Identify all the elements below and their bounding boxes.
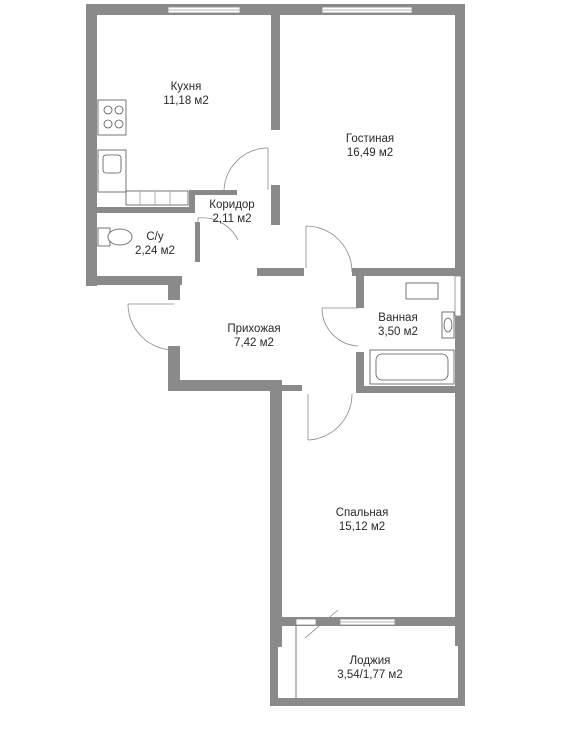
room-wc-name: С/у <box>146 231 164 243</box>
room-loggia: Лоджия 3,54/1,77 м2 <box>337 654 402 682</box>
room-living: Гостиная 16,49 м2 <box>346 132 394 160</box>
room-hall-name: Прихожая <box>227 323 281 335</box>
room-bedroom-area: 15,12 м2 <box>338 521 386 533</box>
room-kitchen: Кухня 11,18 м2 <box>163 80 208 108</box>
room-hall-area: 7,42 м2 <box>234 337 274 349</box>
outer-walls <box>86 4 465 706</box>
room-bedroom: Спальная 15,12 м2 <box>336 506 389 534</box>
room-bathroom-area: 3,50 м2 <box>378 326 418 338</box>
room-kitchen-name: Кухня <box>170 81 202 93</box>
room-bathroom: Ванная 3,50 м2 <box>378 311 418 339</box>
room-wc: С/у 2,24 м2 <box>135 230 175 258</box>
room-living-name: Гостиная <box>345 133 395 145</box>
room-loggia-name: Лоджия <box>349 655 391 667</box>
room-wc-area: 2,24 м2 <box>135 245 175 257</box>
room-bathroom-name: Ванная <box>378 312 418 324</box>
room-loggia-area: 3,54/1,77 м2 <box>337 669 403 681</box>
door-swings <box>127 147 359 639</box>
wc-fixtures <box>97 227 133 247</box>
room-corridor: Коридор 2,11 м2 <box>209 198 254 226</box>
room-corridor-area: 2,11 м2 <box>212 213 252 225</box>
room-bedroom-name: Спальная <box>335 507 389 519</box>
room-hall: Прихожая 7,42 м2 <box>227 322 280 350</box>
inner-walls <box>97 15 465 393</box>
kitchen-fixtures <box>97 99 189 206</box>
room-kitchen-area: 11,18 м2 <box>163 95 209 107</box>
room-corridor-name: Коридор <box>209 199 255 211</box>
room-living-area: 16,49 м2 <box>346 147 394 159</box>
windows <box>167 6 462 626</box>
bathroom-fixtures <box>369 282 455 385</box>
